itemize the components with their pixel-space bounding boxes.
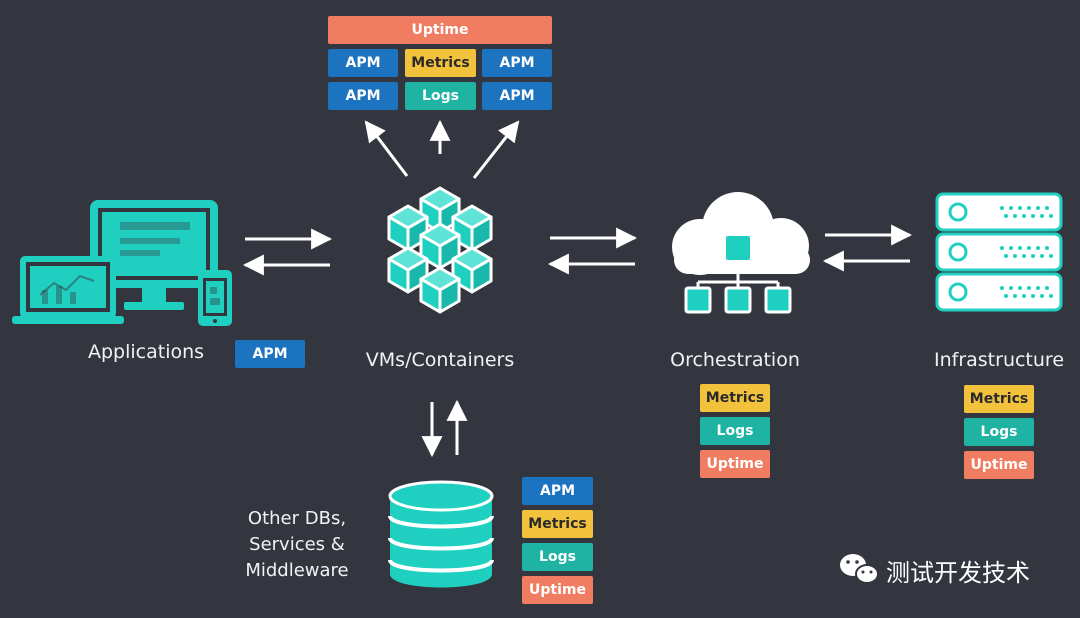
top-tag-uptime: Uptime — [328, 16, 552, 44]
top-tag-apm: APM — [328, 82, 398, 110]
infrastructure-tag-uptime: Uptime — [964, 451, 1034, 479]
orchestration-tag-uptime: Uptime — [700, 450, 770, 478]
top-tag-apm: APM — [482, 49, 552, 77]
top-tag-apm: APM — [328, 49, 398, 77]
infrastructure-tag-logs: Logs — [964, 418, 1034, 446]
orchestration-tag-logs: Logs — [700, 417, 770, 445]
cloud-network-icon — [672, 192, 810, 314]
orchestration-tag-metrics: Metrics — [700, 384, 770, 412]
arrows-vertical — [421, 399, 468, 458]
databases-tag-apm: APM — [522, 477, 593, 505]
orchestration-label: Orchestration — [670, 349, 800, 371]
top-tag-metrics: Metrics — [405, 49, 476, 77]
server-rack-icon — [935, 192, 1063, 312]
top-tag-apm: APM — [482, 82, 552, 110]
databases-tag-logs: Logs — [522, 543, 593, 571]
applications-label: Applications — [88, 341, 205, 363]
databases-tag-uptime: Uptime — [522, 576, 593, 604]
infrastructure-label: Infrastructure — [933, 349, 1065, 371]
top-tag-logs: Logs — [405, 82, 476, 110]
database-icon — [388, 480, 494, 588]
containers-label: VMs/Containers — [365, 349, 515, 371]
infrastructure-tag-metrics: Metrics — [964, 385, 1034, 413]
cubes-icon — [387, 186, 493, 314]
databases-label: Other DBs, Services & Middleware — [245, 508, 349, 581]
watermark-text: 测试开发技术 — [886, 559, 1030, 587]
devices-icon — [12, 200, 232, 326]
watermark: 测试开发技术 — [840, 553, 1030, 588]
databases-tag-metrics: Metrics — [522, 510, 593, 538]
arrows-to-top — [364, 119, 520, 179]
applications-tag-apm: APM — [235, 340, 305, 368]
arrows-horizontal — [242, 224, 913, 276]
wechat-icon — [840, 554, 879, 584]
